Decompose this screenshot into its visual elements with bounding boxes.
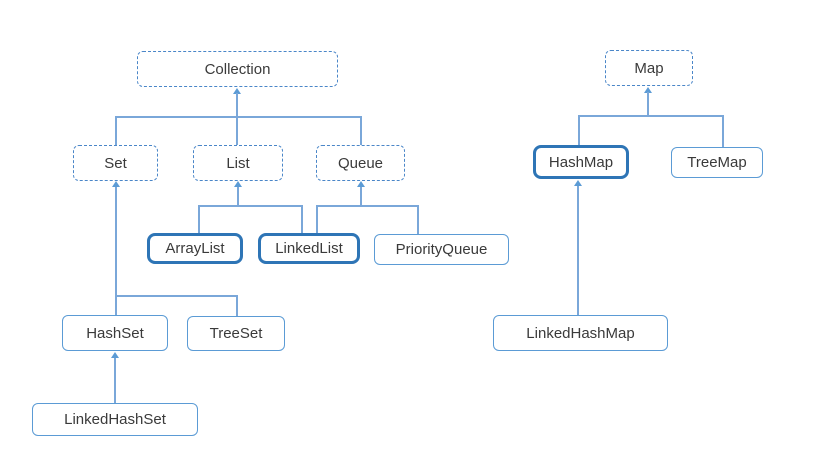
connector-segment (236, 295, 238, 316)
connector-segment (198, 205, 302, 207)
node-hashset: HashSet (62, 315, 168, 351)
connector-segment (115, 116, 361, 118)
connector-segment (301, 205, 303, 233)
node-label: LinkedHashMap (526, 324, 635, 342)
node-arraylist: ArrayList (147, 233, 243, 264)
arrow-up-icon (644, 87, 652, 93)
arrow-up-icon (234, 181, 242, 187)
node-label: List (226, 154, 250, 172)
node-linkedhashmap: LinkedHashMap (493, 315, 668, 351)
node-priorityqueue: PriorityQueue (374, 234, 509, 265)
connector-segment (115, 187, 117, 315)
arrow-up-icon (357, 181, 365, 187)
node-set: Set (73, 145, 158, 181)
node-label: Set (104, 154, 127, 172)
node-label: Queue (337, 154, 384, 172)
connector-segment (115, 116, 117, 145)
connector-segment (360, 187, 362, 205)
arrow-up-icon (112, 181, 120, 187)
connector-segment (647, 92, 649, 115)
node-treemap: TreeMap (671, 147, 763, 178)
node-label: HashMap (548, 153, 614, 171)
arrow-up-icon (574, 180, 582, 186)
connector-segment (114, 358, 116, 403)
node-label: TreeSet (209, 325, 263, 342)
connector-segment (417, 205, 419, 234)
node-map: Map (605, 50, 693, 86)
connector-segment (578, 115, 723, 117)
arrow-up-icon (233, 88, 241, 94)
connector-segment (316, 205, 418, 207)
connector-segment (578, 115, 580, 145)
connector-segment (722, 115, 724, 147)
connector-segment (236, 93, 238, 145)
connector-segment (577, 186, 579, 315)
node-label: Collection (204, 60, 271, 78)
connector-segment (198, 205, 200, 233)
node-label: Map (634, 59, 664, 77)
connector-segment (360, 116, 362, 145)
node-label: HashSet (86, 324, 144, 342)
node-hashmap: HashMap (533, 145, 629, 179)
connector-segment (115, 295, 237, 297)
node-queue: Queue (316, 145, 405, 181)
connector-segment (316, 205, 318, 233)
node-linkedlist: LinkedList (258, 233, 360, 264)
node-label: LinkedList (275, 240, 343, 257)
node-label: PriorityQueue (395, 241, 488, 258)
node-treeset: TreeSet (187, 316, 285, 351)
node-list: List (193, 145, 283, 181)
node-linkedhashset: LinkedHashSet (32, 403, 198, 436)
arrow-up-icon (111, 352, 119, 358)
node-label: TreeMap (687, 154, 747, 171)
connector-segment (237, 187, 239, 205)
node-label: ArrayList (165, 240, 225, 257)
node-collection: Collection (137, 51, 338, 87)
node-label: LinkedHashSet (64, 411, 166, 428)
